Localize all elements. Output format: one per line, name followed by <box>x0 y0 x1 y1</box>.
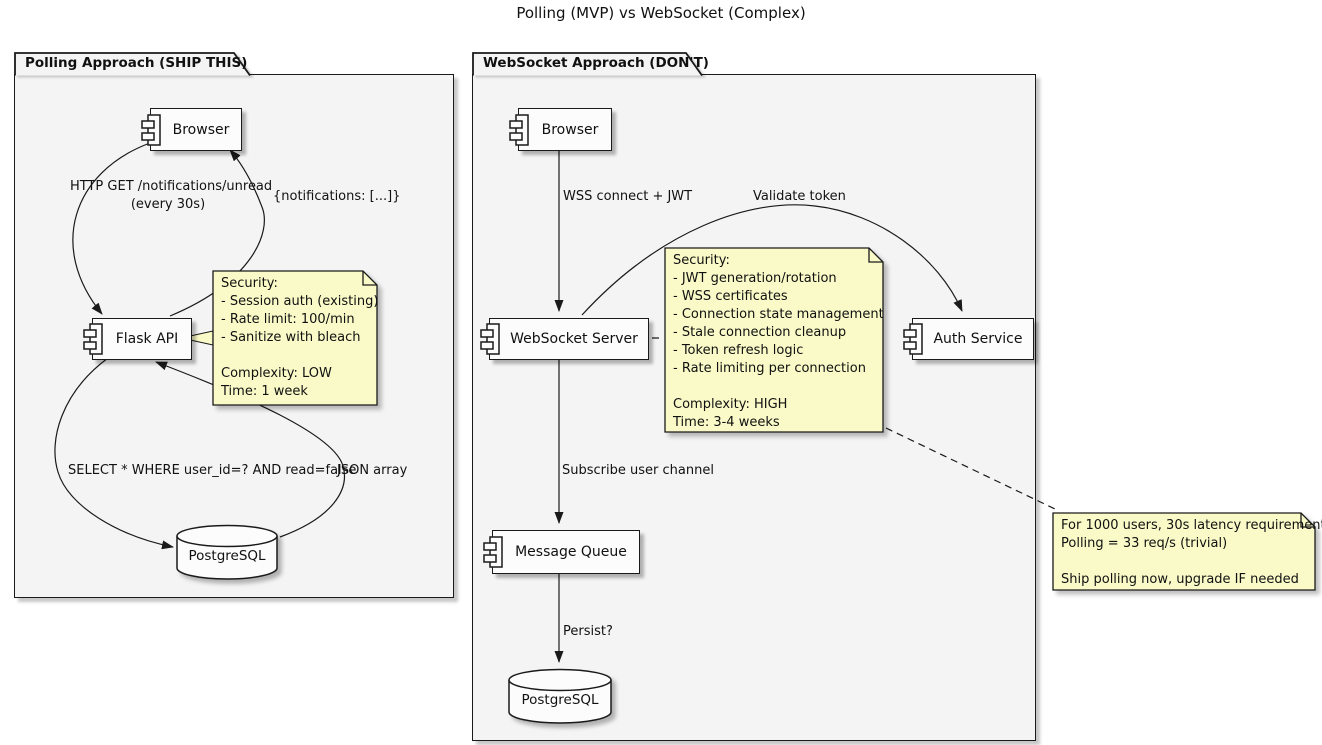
component-icon <box>141 113 161 146</box>
component-label: Auth Service <box>933 331 1023 347</box>
diagram-title: Polling (MVP) vs WebSocket (Complex) <box>516 4 806 22</box>
note-background <box>1052 512 1316 591</box>
polling-browser-component: Browser <box>141 108 242 151</box>
component-icon <box>903 323 923 355</box>
polling-security-note: Security: - Session auth (existing) - Ra… <box>212 270 378 406</box>
component-label: Browser <box>541 121 599 138</box>
note-line: - Sanitize with bleach <box>221 330 361 345</box>
component-label: WebSocket Server <box>510 331 638 347</box>
note-line: - Rate limiting per connection <box>673 361 866 376</box>
websocket-package-title: WebSocket Approach (DON'T) <box>483 55 709 71</box>
auth-service-component: Auth Service <box>903 318 1034 360</box>
note-line: Security: <box>221 276 278 291</box>
summary-note: For 1000 users, 30s latency requirement:… <box>1052 512 1322 591</box>
note-line: - Connection state management <box>673 307 884 322</box>
websocket-package-tab <box>472 52 703 76</box>
component-icon <box>83 323 103 355</box>
note-line: Complexity: LOW <box>221 366 332 381</box>
edge-label-request-line1: HTTP GET /notifications/unread <box>70 179 273 194</box>
note-line: - Stale connection cleanup <box>673 325 847 340</box>
polling-package-title: Polling Approach (SHIP THIS) <box>25 55 248 71</box>
edge-label-response: {notifications: [...]} <box>273 189 401 204</box>
note-line <box>1061 553 1312 571</box>
websocket-server-component: WebSocket Server <box>480 318 649 360</box>
database-cylinder-icon <box>508 668 612 724</box>
database-label: PostgreSQL <box>521 692 599 708</box>
note-line: Polling = 33 req/s (trivial) <box>1061 536 1228 551</box>
note-line: Ship polling now, upgrade IF needed <box>1061 572 1299 587</box>
edge-label-result: JSON array <box>337 463 408 478</box>
note-line: - Rate limit: 100/min <box>221 312 355 327</box>
database-label: PostgreSQL <box>188 548 266 564</box>
note-line: Security: <box>673 253 730 268</box>
edge-label-request-line2: (every 30s) <box>130 197 206 212</box>
message-queue-component: Message Queue <box>483 530 640 574</box>
note-line: - Session auth (existing) <box>221 294 379 309</box>
note-line: - WSS certificates <box>673 289 788 304</box>
flask-api-component: Flask API <box>83 318 192 360</box>
edge-label-subscribe: Subscribe user channel <box>562 463 714 478</box>
ws-postgresql-database: PostgreSQL <box>508 668 612 726</box>
edge-label-persist: Persist? <box>563 624 613 639</box>
component-icon <box>509 113 529 146</box>
component-icon <box>483 536 503 568</box>
note-line <box>221 347 374 365</box>
note-line: Time: 3-4 weeks <box>673 415 780 430</box>
component-label: Flask API <box>115 331 179 347</box>
polling-postgresql-database: PostgreSQL <box>176 524 278 582</box>
note-line: Complexity: HIGH <box>673 397 788 412</box>
ws-browser-component: Browser <box>509 108 612 151</box>
note-line: - JWT generation/rotation <box>673 271 837 286</box>
edge-label-wss-connect: WSS connect + JWT <box>563 189 693 204</box>
note-line: - Token refresh logic <box>673 343 804 358</box>
note-line: For 1000 users, 30s latency requirement: <box>1061 518 1322 533</box>
edge-label-query: SELECT * WHERE user_id=? AND read=false <box>68 463 357 478</box>
note-line <box>673 378 880 396</box>
component-icon <box>480 323 500 355</box>
websocket-security-note: Security: - JWT generation/rotation - WS… <box>664 247 884 433</box>
component-label: Browser <box>172 121 230 138</box>
note-line: Time: 1 week <box>221 384 308 399</box>
component-label: Message Queue <box>515 544 627 560</box>
polling-package-tab <box>14 52 251 76</box>
edge-label-validate-token: Validate token <box>753 189 846 204</box>
